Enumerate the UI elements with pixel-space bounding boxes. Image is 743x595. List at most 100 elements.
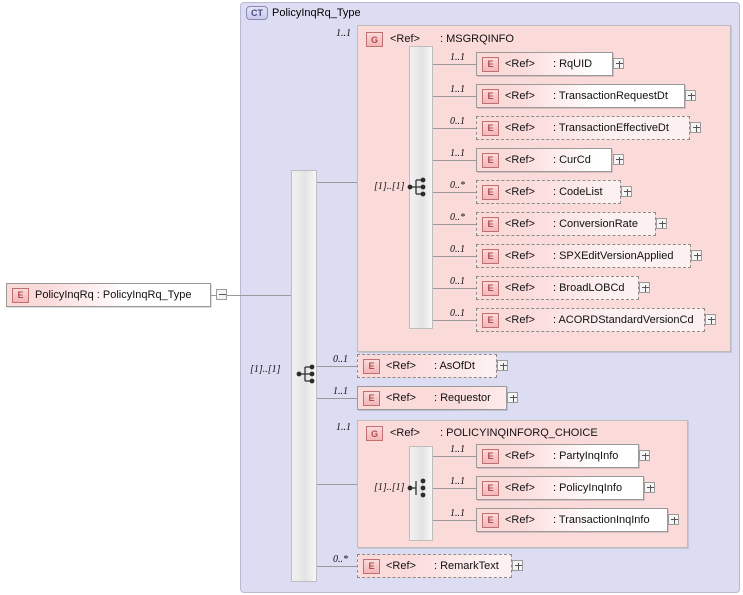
- element-codelist[interactable]: E <Ref> : CodeList: [476, 180, 621, 204]
- root-sequence-occurrence: [1]..[1]: [250, 364, 281, 375]
- element-rquid[interactable]: E <Ref> : RqUID: [476, 52, 613, 76]
- element-transactioninqinfo[interactable]: E <Ref> : TransactionInqInfo: [476, 508, 668, 532]
- group-type-badge-icon: G: [366, 426, 383, 441]
- element-type-badge-icon: E: [482, 448, 499, 464]
- element-name-label: : TransactionRequestDt: [552, 90, 668, 102]
- choice-compositor-bar: [409, 446, 433, 541]
- element-name-label: : BroadLOBCd: [552, 282, 625, 294]
- root-collapse-toggle[interactable]: [216, 289, 227, 300]
- connector-line: [433, 256, 476, 257]
- connector-line: [433, 128, 476, 129]
- expand-toggle[interactable]: [507, 392, 518, 403]
- connector-line: [433, 96, 476, 97]
- item-cardinality: 0..*: [333, 554, 348, 565]
- expand-toggle[interactable]: [613, 154, 624, 165]
- element-ref-label: <Ref>: [505, 90, 535, 102]
- connector-line: [433, 488, 476, 489]
- item-cardinality: 1..1: [450, 84, 465, 95]
- connector-line: [317, 566, 357, 567]
- connector-line: [433, 192, 476, 193]
- item-cardinality: 1..1: [333, 386, 348, 397]
- expand-toggle[interactable]: [668, 514, 679, 525]
- sequence-compositor-icon: [296, 364, 315, 384]
- element-partyinqinfo[interactable]: E <Ref> : PartyInqInfo: [476, 444, 639, 468]
- root-element-box[interactable]: E PolicyInqRq : PolicyInqRq_Type: [6, 283, 211, 307]
- element-transactionrequestdt[interactable]: E <Ref> : TransactionRequestDt: [476, 84, 685, 108]
- element-type-badge-icon: E: [363, 358, 380, 374]
- element-ref-label: <Ref>: [505, 58, 535, 70]
- element-ref-label: <Ref>: [505, 186, 535, 198]
- element-policyinqinfo[interactable]: E <Ref> : PolicyInqInfo: [476, 476, 644, 500]
- element-ref-label: <Ref>: [505, 482, 535, 494]
- element-name-label: : ACORDStandardVersionCd: [552, 314, 694, 326]
- element-remarktext[interactable]: E <Ref> : RemarkText: [357, 554, 512, 578]
- connector-line: [433, 64, 476, 65]
- element-asofdt[interactable]: E <Ref> : AsOfDt: [357, 354, 497, 378]
- element-type-badge-icon: E: [482, 88, 499, 104]
- connector-line: [433, 520, 476, 521]
- element-ref-label: <Ref>: [505, 314, 535, 326]
- connector-line: [433, 320, 476, 321]
- expand-toggle[interactable]: [512, 560, 523, 571]
- choice-compositor-icon: [407, 478, 426, 498]
- element-conversionrate[interactable]: E <Ref> : ConversionRate: [476, 212, 656, 236]
- item-cardinality: 1..1: [450, 476, 465, 487]
- expand-toggle[interactable]: [691, 250, 702, 261]
- element-type-badge-icon: E: [482, 184, 499, 200]
- element-name-label: : TransactionInqInfo: [552, 514, 650, 526]
- element-ref-label: <Ref>: [505, 450, 535, 462]
- element-type-badge-icon: E: [482, 152, 499, 168]
- group-choice-name: : POLICYINQINFORQ_CHOICE: [440, 427, 598, 439]
- element-type-badge-icon: E: [482, 56, 499, 72]
- element-name-label: : TransactionEffectiveDt: [552, 122, 669, 134]
- element-name-label: : RemarkText: [433, 560, 499, 572]
- element-spxeditversionapplied[interactable]: E <Ref> : SPXEditVersionApplied: [476, 244, 691, 268]
- element-type-badge-icon: E: [482, 280, 499, 296]
- expand-toggle[interactable]: [639, 450, 650, 461]
- item-cardinality: 1..1: [450, 148, 465, 159]
- connector-line: [433, 224, 476, 225]
- element-ref-label: <Ref>: [386, 360, 416, 372]
- expand-toggle[interactable]: [656, 218, 667, 229]
- item-cardinality: 0..1: [450, 244, 465, 255]
- element-name-label: : Requestor: [433, 392, 491, 404]
- sequence-compositor-icon: [407, 177, 426, 197]
- element-ref-label: <Ref>: [505, 250, 535, 262]
- element-curcd[interactable]: E <Ref> : CurCd: [476, 148, 612, 172]
- group-msgrqinfo-cardinality: 1..1: [336, 28, 351, 39]
- expand-toggle[interactable]: [705, 314, 716, 325]
- element-ref-label: <Ref>: [505, 122, 535, 134]
- element-broadlobcd[interactable]: E <Ref> : BroadLOBCd: [476, 276, 639, 300]
- expand-toggle[interactable]: [685, 90, 696, 101]
- group-msgrqinfo-name: : MSGRQINFO: [440, 33, 514, 45]
- element-type-badge-icon: E: [482, 512, 499, 528]
- item-cardinality: 1..1: [450, 444, 465, 455]
- group-msgrqinfo-ref: <Ref>: [390, 33, 420, 45]
- connector-line: [317, 484, 357, 485]
- element-requestor[interactable]: E <Ref> : Requestor: [357, 386, 507, 410]
- element-ref-label: <Ref>: [505, 154, 535, 166]
- expand-toggle[interactable]: [621, 186, 632, 197]
- element-name-label: : SPXEditVersionApplied: [552, 250, 674, 262]
- connector-line: [227, 295, 291, 296]
- element-name-label: : CurCd: [552, 154, 591, 166]
- group-choice-ref: <Ref>: [390, 427, 420, 439]
- expand-toggle[interactable]: [639, 282, 650, 293]
- item-cardinality: 0..1: [450, 308, 465, 319]
- element-type-badge-icon: E: [363, 558, 380, 574]
- connector-line: [317, 398, 357, 399]
- element-type-badge-icon: E: [482, 120, 499, 136]
- element-transactioneffectivedt[interactable]: E <Ref> : TransactionEffectiveDt: [476, 116, 690, 140]
- element-name-label: : PolicyInqInfo: [552, 482, 623, 494]
- element-acordstandardversioncd[interactable]: E <Ref> : ACORDStandardVersionCd: [476, 308, 705, 332]
- element-ref-label: <Ref>: [386, 392, 416, 404]
- expand-toggle[interactable]: [644, 482, 655, 493]
- expand-toggle[interactable]: [690, 122, 701, 133]
- element-name-label: : ConversionRate: [552, 218, 638, 230]
- group-choice-cardinality: 1..1: [336, 422, 351, 433]
- expand-toggle[interactable]: [613, 58, 624, 69]
- connector-line: [211, 295, 216, 296]
- connector-line: [433, 160, 476, 161]
- expand-toggle[interactable]: [497, 360, 508, 371]
